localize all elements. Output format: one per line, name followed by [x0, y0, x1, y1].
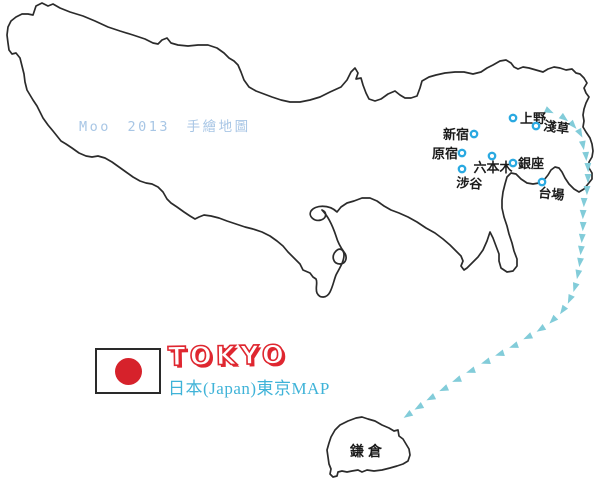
ferry-route-dashed-arrows	[403, 106, 592, 418]
city-label-shinjuku: 新宿	[443, 127, 469, 142]
route-arrow	[536, 323, 547, 332]
city-shinjuku: 新宿	[443, 127, 479, 142]
route-arrow	[578, 140, 586, 151]
city-dot-odaiba[interactable]	[537, 177, 547, 187]
city-markers-layer: 上野淺草新宿原宿六本木銀座涉谷台場鎌倉	[349, 111, 570, 460]
route-arrow	[579, 209, 587, 220]
route-arrow	[495, 349, 505, 356]
city-dot-roppongi[interactable]	[487, 151, 497, 161]
route-arrow	[509, 341, 519, 348]
city-kamakura: 鎌倉	[349, 443, 386, 460]
route-arrow	[523, 332, 534, 340]
city-shibuya: 涉谷	[456, 164, 484, 192]
japan-flag	[95, 348, 161, 394]
city-dot-asakusa[interactable]	[531, 121, 541, 131]
route-arrow	[580, 197, 588, 208]
route-arrow	[575, 127, 583, 138]
city-label-roppongi: 六本木	[473, 160, 513, 175]
city-dot-shibuya[interactable]	[457, 164, 467, 174]
city-dot-shinjuku[interactable]	[469, 129, 479, 139]
city-dot-ginza[interactable]	[508, 158, 518, 168]
route-arrow	[452, 375, 462, 382]
city-label-kamakura: 鎌倉	[349, 443, 386, 460]
city-label-ginza: 銀座	[518, 156, 544, 171]
city-ginza: 銀座	[508, 156, 544, 171]
city-label-ueno: 上野	[520, 111, 546, 126]
route-arrow	[578, 233, 586, 244]
route-arrow	[584, 162, 592, 173]
route-arrow	[426, 393, 437, 401]
city-dot-harajuku[interactable]	[457, 148, 467, 158]
title-block: TOKYO 日本(Japan)東京MAP	[167, 340, 330, 399]
route-arrow	[575, 269, 583, 280]
city-odaiba: 台場	[537, 177, 565, 203]
route-arrow	[466, 366, 476, 373]
city-harajuku: 原宿	[432, 146, 467, 161]
route-arrow	[414, 402, 425, 410]
route-arrow	[567, 119, 577, 129]
city-roppongi: 六本木	[473, 151, 513, 175]
route-arrow	[584, 174, 592, 184]
city-ueno: 上野	[508, 111, 546, 126]
route-arrow	[583, 185, 591, 196]
route-arrow	[582, 151, 590, 162]
route-arrow	[573, 282, 580, 292]
route-arrow	[403, 409, 414, 418]
japan-flag-sun-circle	[114, 357, 142, 385]
route-arrow	[549, 314, 559, 324]
kamakura-island-outline	[326, 416, 411, 478]
map-subtitle: 日本(Japan)東京MAP	[168, 379, 330, 398]
route-arrow	[560, 304, 569, 315]
tokyo-prefecture-outline	[6, 2, 594, 298]
route-arrow	[439, 384, 450, 392]
route-arrow	[558, 112, 569, 122]
watermark-text: Moo 2013 手繪地圖	[79, 119, 251, 135]
route-arrow	[567, 293, 575, 304]
route-arrow	[577, 257, 584, 268]
route-arrow	[543, 106, 554, 114]
city-asakusa: 淺草	[531, 118, 571, 137]
map-title: TOKYO	[167, 340, 289, 374]
city-label-harajuku: 原宿	[432, 146, 458, 161]
city-dot-ueno[interactable]	[508, 113, 518, 123]
city-label-asakusa: 淺草	[543, 118, 571, 136]
city-label-shibuya: 涉谷	[456, 175, 484, 192]
route-arrow	[578, 245, 585, 256]
route-arrow	[579, 221, 587, 232]
city-label-odaiba: 台場	[538, 185, 565, 203]
route-arrow	[481, 357, 491, 364]
